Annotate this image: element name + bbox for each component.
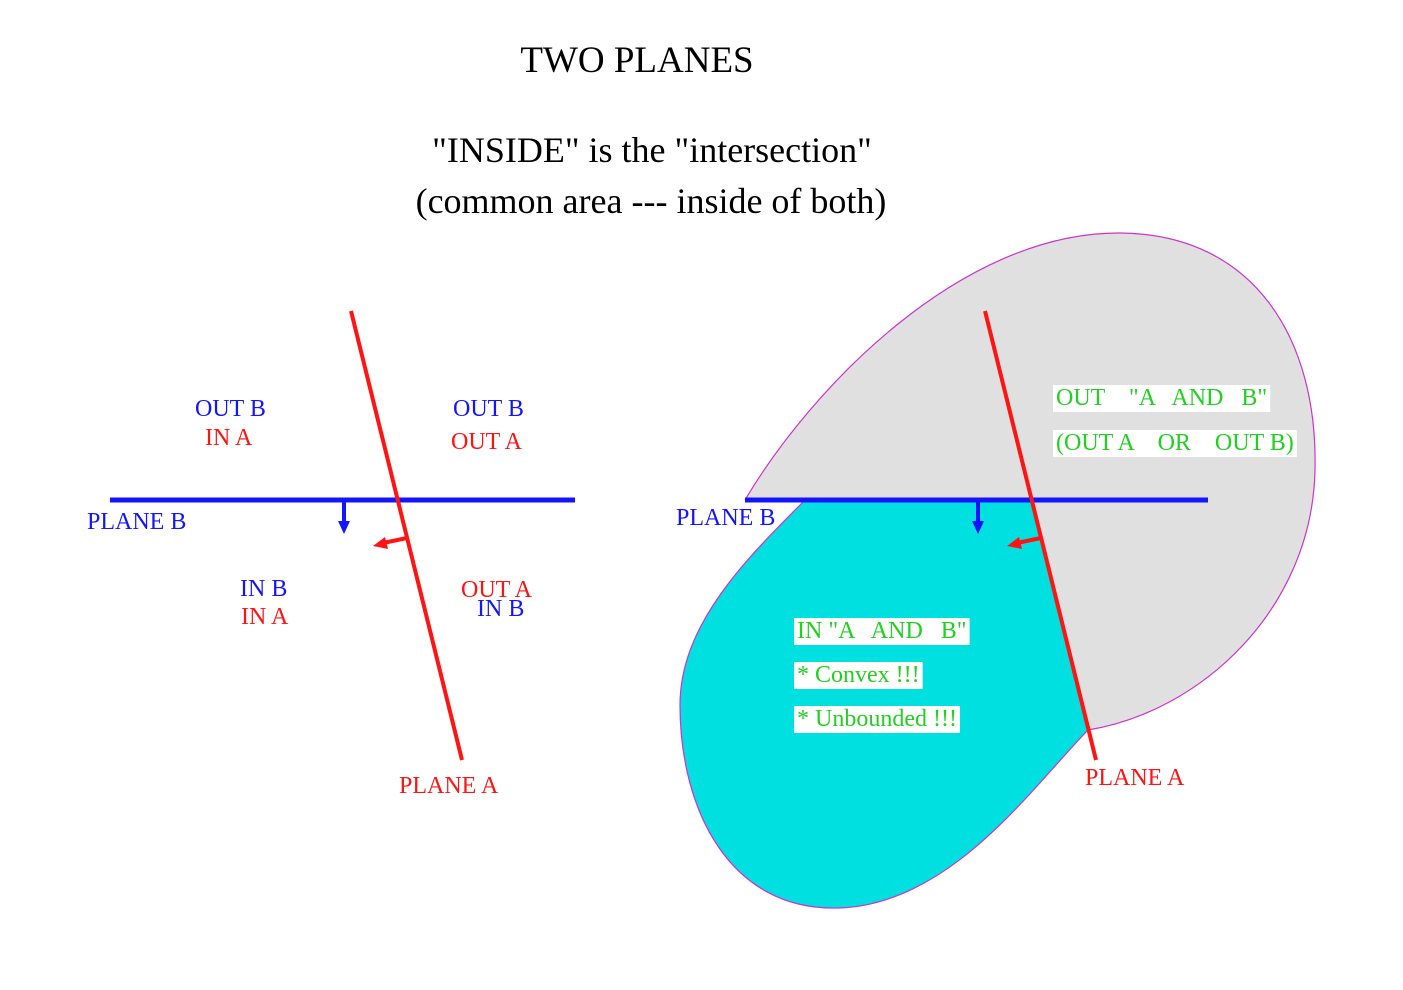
region-outline — [679, 232, 1316, 909]
left-upper-right-out-b: OUT B — [453, 396, 524, 422]
left-lower-right-out-a: OUT A — [461, 577, 533, 603]
inside-note-3-background — [794, 706, 960, 733]
inside-note-1: IN "A AND B" — [794, 618, 970, 645]
left-upper-right-out-a: OUT A — [451, 429, 523, 455]
left-plane-a-arrow-head — [373, 537, 388, 549]
outside-note-1-background — [1053, 385, 1271, 412]
outside-note-2-text: (OUT A OR OUT B) — [1056, 430, 1294, 456]
left-plane-b-normal-arrow — [338, 500, 350, 534]
left-lower-left-in-b: IN B — [240, 576, 287, 602]
outside-note-1: OUT "A AND B" — [1053, 385, 1271, 412]
inside-note-3: * Unbounded !!! — [794, 706, 960, 733]
left-diagram: OUT B IN A OUT B OUT A PLANE B IN B IN A… — [87, 310, 575, 799]
right-plane-b-label: PLANE B — [676, 505, 775, 531]
inside-note-1-text: IN "A AND B" — [797, 618, 967, 644]
outside-note-2-background — [1053, 430, 1297, 457]
inside-intersection-region — [680, 500, 1088, 909]
left-upper-left-out-b: OUT B — [195, 396, 266, 422]
left-lower-left-in-a: IN A — [241, 604, 289, 630]
left-plane-b-arrow-head — [338, 521, 350, 534]
right-diagram: PLANE B PLANE A OUT "A AND B" (OUT A OR … — [676, 232, 1316, 909]
subtitle-line-2: (common area --- inside of both) — [416, 181, 887, 221]
subtitle-line-1: "INSIDE" is the "intersection" — [432, 130, 872, 170]
inside-note-3-text: * Unbounded !!! — [797, 706, 957, 732]
inside-note-2-text: * Convex !!! — [797, 662, 920, 688]
left-plane-a-arrow-shaft — [382, 536, 408, 545]
right-plane-a-normal-arrow — [1007, 536, 1042, 549]
left-plane-a-label: PLANE A — [399, 773, 499, 799]
right-plane-a-label: PLANE A — [1085, 765, 1185, 791]
left-lower-right-in-b: IN B — [477, 596, 524, 622]
inside-note-2-background — [794, 662, 923, 689]
outside-note-1-text: OUT "A AND B" — [1056, 385, 1267, 411]
right-plane-a-arrow-head — [1007, 537, 1022, 549]
left-plane-a-line — [349, 310, 464, 761]
right-plane-b-normal-arrow — [972, 500, 984, 534]
outside-note-2: (OUT A OR OUT B) — [1053, 430, 1297, 457]
inside-note-2: * Convex !!! — [794, 662, 923, 689]
inside-note-1-background — [794, 618, 970, 645]
right-plane-a-arrow-shaft — [1016, 536, 1042, 545]
page-title: TWO PLANES — [520, 40, 753, 81]
left-upper-left-in-a: IN A — [205, 425, 253, 451]
left-plane-a-normal-arrow — [373, 536, 408, 549]
right-plane-b-arrow-head — [972, 521, 984, 534]
right-plane-a-line — [983, 310, 1098, 761]
left-plane-b-label: PLANE B — [87, 509, 186, 535]
